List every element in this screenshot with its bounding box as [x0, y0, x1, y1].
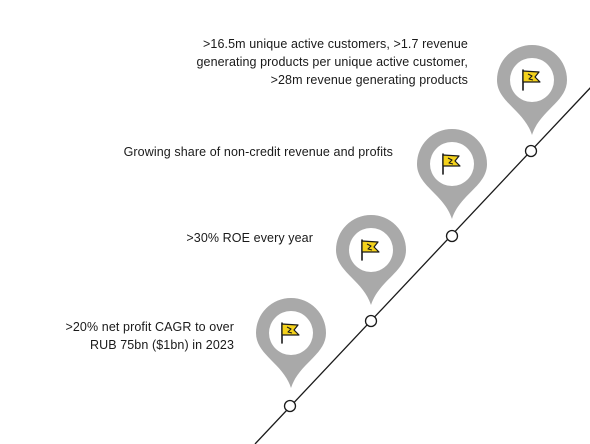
- milestone-3-text: Growing share of non-credit revenue and …: [124, 143, 393, 161]
- milestone-1-line-1: >20% net profit CAGR to over: [65, 320, 234, 334]
- map-pin-icon: [417, 129, 487, 219]
- flag-icon: [442, 153, 461, 175]
- flag-icon: [361, 239, 380, 261]
- flag-icon: [281, 322, 300, 344]
- milestone-2-line-1: >30% ROE every year: [186, 231, 313, 245]
- map-pin-icon: [336, 215, 406, 305]
- milestone-dot: [445, 229, 459, 243]
- milestone-3-line-1: Growing share of non-credit revenue and …: [123, 145, 393, 159]
- milestone-dot: [364, 314, 378, 328]
- progress-line: [254, 87, 590, 444]
- milestone-4-line-3: >28m revenue generating products: [270, 73, 468, 87]
- map-pin-icon: [256, 298, 326, 388]
- milestone-dot: [283, 399, 297, 413]
- flag-icon: [522, 69, 541, 91]
- milestone-4-text: >16.5m unique active customers, >1.7 rev…: [196, 35, 468, 89]
- milestone-1-text: >20% net profit CAGR to over RUB 75bn ($…: [65, 318, 234, 354]
- milestone-4-line-2: generating products per unique active cu…: [196, 55, 468, 69]
- milestone-2-text: >30% ROE every year: [186, 229, 313, 247]
- milestone-dot: [524, 144, 538, 158]
- milestone-4-line-1: >16.5m unique active customers, >1.7 rev…: [203, 37, 468, 51]
- map-pin-icon: [497, 45, 567, 135]
- milestone-1-line-2: RUB 75bn ($1bn) in 2023: [89, 338, 234, 352]
